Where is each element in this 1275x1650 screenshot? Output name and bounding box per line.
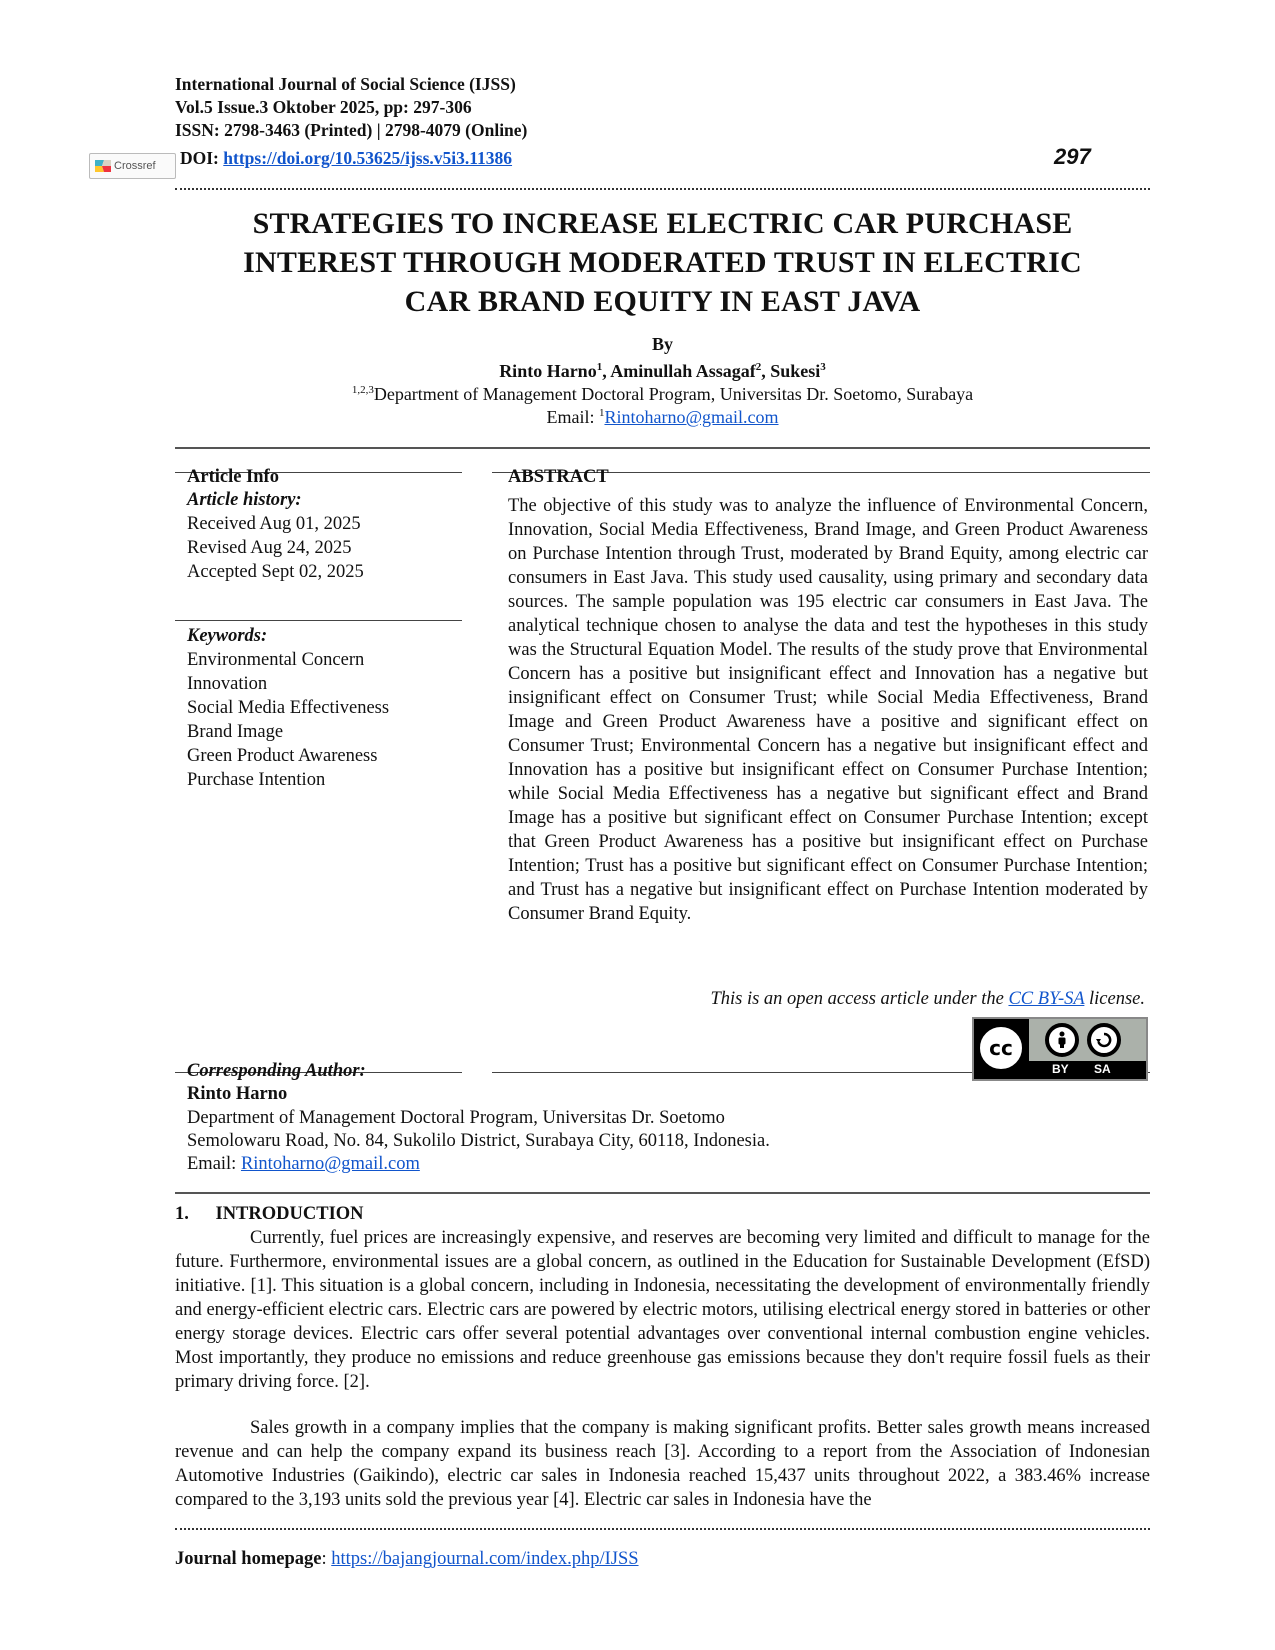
crossref-logo-icon [95, 158, 111, 174]
by-badge-label: BY [1052, 1062, 1069, 1076]
section-heading: 1. INTRODUCTION [175, 1202, 364, 1226]
title-line: INTEREST THROUGH MODERATED TRUST IN ELEC… [243, 246, 1082, 279]
history-revised: Revised Aug 24, 2025 [187, 538, 352, 558]
journal-name: International Journal of Social Science … [175, 74, 516, 94]
by-label: By [651, 334, 673, 354]
section-number: 1. [175, 1204, 189, 1224]
corresponding-email-line: Email: Rintoharno@gmail.com [187, 1152, 420, 1176]
license-link[interactable]: CC BY-SA [1008, 989, 1085, 1009]
author-sup: 2 [755, 361, 762, 373]
homepage-colon: : [321, 1549, 332, 1569]
license-line: This is an open access article under the… [710, 987, 1145, 1011]
keyword-item: Environmental Concern [187, 650, 365, 670]
footer-divider [175, 1528, 1150, 1530]
journal-homepage-line: Journal homepage: https://bajangjournal.… [175, 1547, 639, 1571]
email-sup: 1 [598, 407, 605, 419]
author-email-line: Email: 1Rintoharno@gmail.com [175, 402, 1150, 429]
keyword-item: Social Media Effectiveness [187, 698, 390, 718]
info-bottom-rule [175, 1192, 1150, 1194]
keyword-item: Brand Image [187, 722, 284, 742]
author-name: Rinto Harno [499, 361, 597, 381]
affiliation: 1,2,3Department of Management Doctoral P… [175, 379, 1150, 406]
crossref-label: Crossref [114, 160, 156, 172]
volume-info: Vol.5 Issue.3 Oktober 2025, pp: 297-306 [175, 97, 472, 117]
doi-line: DOI: https://doi.org/10.53625/ijss.v5i3.… [180, 147, 512, 170]
keywords-rule [175, 620, 462, 621]
sa-badge-label: SA [1094, 1062, 1111, 1076]
corresponding-dept: Department of Management Doctoral Progra… [187, 1108, 725, 1128]
email-label: Email: [187, 1154, 241, 1174]
corr-right-rule [492, 1072, 1150, 1073]
person-icon [1045, 1023, 1079, 1057]
corresponding-name: Rinto Harno [187, 1084, 288, 1104]
homepage-label: Journal homepage [175, 1549, 322, 1569]
homepage-link[interactable]: https://bajangjournal.com/index.php/IJSS [331, 1549, 639, 1569]
history-heading: Article history: [187, 490, 302, 510]
doi-link[interactable]: https://doi.org/10.53625/ijss.v5i3.11386 [223, 148, 513, 168]
author-sup: 3 [820, 361, 826, 373]
author-name: Aminullah Assagaf [610, 361, 756, 381]
keyword-item: Purchase Intention [187, 770, 326, 790]
license-prefix: This is an open access article under the [710, 989, 1009, 1009]
cc-icon: cc [976, 1023, 1026, 1073]
title-line: CAR BRAND EQUITY IN EAST JAVA [404, 285, 921, 318]
corresponding-email-link[interactable]: Rintoharno@gmail.com [240, 1154, 420, 1174]
abstract-heading: ABSTRACT [508, 467, 609, 487]
history-received: Received Aug 01, 2025 [187, 514, 361, 534]
info-left-rule [175, 472, 462, 473]
info-top-rule [175, 447, 1150, 449]
paper-title: STRATEGIES TO INCREASE ELECTRIC CAR PURC… [175, 204, 1150, 321]
intro-paragraph-2: Sales growth in a company implies that t… [175, 1418, 1150, 1510]
title-line: STRATEGIES TO INCREASE ELECTRIC CAR PURC… [252, 207, 1073, 240]
crossref-badge[interactable]: Crossref [89, 153, 176, 179]
issn-info: ISSN: 2798-3463 (Printed) | 2798-4079 (O… [175, 120, 528, 140]
keywords-heading: Keywords: [187, 626, 268, 646]
page-number: 297 [1054, 144, 1091, 169]
email-label: Email: [546, 407, 599, 427]
article-history: Article history: Received Aug 01, 2025 R… [187, 488, 364, 584]
header-divider [175, 188, 1150, 190]
doi-label: DOI: [180, 148, 224, 168]
author-email-link[interactable]: Rintoharno@gmail.com [604, 407, 779, 427]
cc-by-sa-badge[interactable]: cc BY SA [972, 1017, 1148, 1081]
corresponding-heading: Corresponding Author: [187, 1061, 366, 1081]
share-alike-icon [1087, 1023, 1121, 1057]
keyword-item: Innovation [187, 674, 268, 694]
keywords-block: Keywords: Environmental Concern Innovati… [187, 624, 389, 792]
abstract-heading-rule [492, 472, 1150, 473]
license-suffix: license. [1084, 989, 1145, 1009]
authors: Rinto Harno1, Aminullah Assagaf2, Sukesi… [499, 361, 826, 381]
corr-left-rule [175, 1072, 462, 1073]
history-accepted: Accepted Sept 02, 2025 [187, 562, 364, 582]
section-title: INTRODUCTION [215, 1204, 364, 1224]
intro-paragraph-1: Currently, fuel prices are increasingly … [175, 1228, 1150, 1392]
affiliation-sup: 1,2,3 [351, 384, 374, 396]
corresponding-address: Semolowaru Road, No. 84, Sukolilo Distri… [187, 1131, 770, 1151]
keyword-item: Green Product Awareness [187, 746, 378, 766]
abstract-text: The objective of this study was to analy… [508, 496, 1148, 924]
author-name: Sukesi [770, 361, 821, 381]
author-sup: 1 [596, 361, 603, 373]
affiliation-text: Department of Management Doctoral Progra… [373, 384, 974, 404]
article-info-heading: Article Info [187, 467, 279, 487]
